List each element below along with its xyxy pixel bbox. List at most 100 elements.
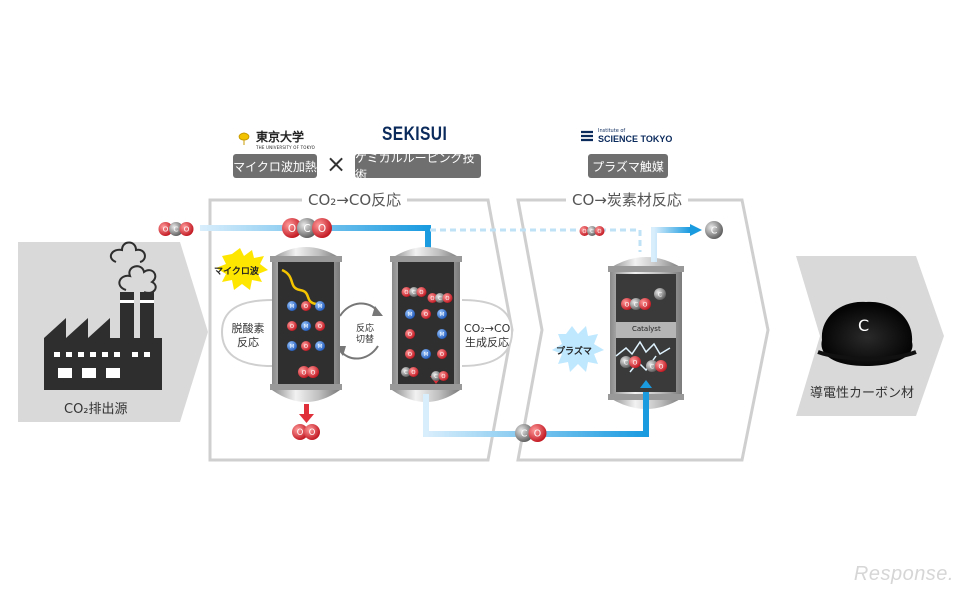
svg-text:C: C	[173, 225, 178, 234]
microwave-burst-label: マイクロ波	[214, 267, 259, 277]
co2-recycle-o2: O	[594, 226, 605, 236]
deoxygenation-label: 脱酸素 反応	[231, 322, 265, 349]
tag-chemical-looping: ケミカルルーピング技術	[355, 151, 481, 182]
svg-text:O: O	[297, 427, 304, 437]
reactor2-co2-b-c: C	[435, 293, 445, 303]
catalyst-label: Catalyst	[632, 325, 661, 333]
svg-text:O: O	[404, 290, 408, 296]
o2-exit-o1: O	[292, 424, 308, 440]
left-bubble	[220, 299, 273, 367]
utokyo-sub: THE UNIVERSITY OF TOKYO	[256, 145, 316, 150]
svg-text:O: O	[302, 369, 307, 376]
reactor3-co-a-c: C	[620, 356, 632, 368]
reactor1-atom: M	[315, 301, 325, 311]
switch-loop-top	[339, 302, 379, 317]
tag-microwave: マイクロ波加熱	[233, 154, 317, 178]
reactor2-co-o: O	[438, 371, 449, 381]
times-sign: ×	[326, 150, 347, 178]
section-title-co2-co: CO₂→CO反応	[302, 189, 408, 210]
svg-text:O: O	[408, 352, 412, 358]
ginkgo-icon	[236, 131, 252, 147]
source-label: CO₂排出源	[64, 402, 128, 417]
svg-text:O: O	[440, 352, 444, 358]
svg-text:C: C	[590, 229, 594, 235]
factory-icon	[44, 241, 162, 390]
reactor1-o2-o2: O	[307, 366, 319, 378]
reactor3-co-b-o: O	[655, 360, 667, 372]
science-tokyo-logo: Institute of SCIENCE TOKYO	[580, 128, 672, 144]
reactor3-co-a-o: O	[629, 356, 641, 368]
svg-text:O: O	[311, 369, 316, 376]
reactor-2	[390, 247, 462, 402]
reactor2-co2-a-o2: O	[416, 287, 427, 297]
svg-text:O: O	[304, 304, 308, 310]
svg-text:C: C	[658, 291, 663, 298]
svg-text:O: O	[184, 225, 190, 234]
reactor2-co2-a-o1: O	[401, 287, 412, 297]
catalyst-layer	[616, 322, 676, 338]
reactor2-atom: O	[405, 329, 415, 339]
svg-text:O: O	[597, 229, 601, 235]
section-frame-co2-co	[208, 198, 514, 462]
section-frame-co-carbon	[516, 198, 770, 462]
reactor1-atom: O	[301, 341, 311, 351]
co-transfer-c: C	[515, 424, 533, 442]
svg-text:C: C	[650, 363, 655, 370]
svg-text:C: C	[624, 359, 629, 366]
reactor2-co2-b-o2: O	[442, 293, 453, 303]
reactor2-co2-b-o1: O	[427, 293, 438, 303]
product-symbol: C	[858, 316, 870, 335]
carbon-pile-image	[817, 301, 917, 366]
right-bubble	[461, 299, 514, 367]
plasma-burst	[552, 326, 604, 372]
science-tokyo-mark-icon	[580, 128, 594, 144]
svg-text:M: M	[408, 312, 413, 318]
co2-pipe-c: C	[297, 218, 317, 238]
co2-inlet-o2: O	[179, 222, 194, 236]
svg-text:M: M	[440, 312, 445, 318]
svg-text:M: M	[290, 304, 295, 310]
svg-text:M: M	[440, 332, 445, 338]
svg-text:C: C	[634, 301, 639, 308]
svg-text:O: O	[445, 296, 449, 302]
reactor2-atom: O	[437, 349, 447, 359]
co2-recycle-o1: O	[579, 226, 590, 236]
switch-label: 反応 切替	[355, 324, 374, 345]
co2-recycle-c: C	[587, 226, 597, 236]
reactor1-atom: O	[301, 301, 311, 311]
carbon-out: C	[705, 221, 723, 239]
tag-plasma-catalyst: プラズマ触媒	[588, 154, 668, 178]
section-title-co-carbon: CO→炭素材反応	[566, 189, 688, 210]
svg-text:C: C	[412, 290, 416, 296]
reactor2-atom: M	[437, 329, 447, 339]
svg-text:O: O	[441, 374, 445, 380]
svg-text:O: O	[318, 223, 326, 235]
svg-text:O: O	[659, 363, 664, 370]
svg-text:O: O	[424, 312, 428, 318]
reactor2-co-c: C	[431, 371, 441, 381]
svg-text:C: C	[711, 225, 718, 236]
svg-text:C: C	[438, 296, 442, 302]
reactor2-atom: O	[421, 309, 431, 319]
reactor3-co2-o2: O	[639, 298, 651, 310]
svg-text:C: C	[303, 223, 310, 235]
reactor3-carbon: C	[654, 288, 666, 300]
svg-text:O: O	[318, 324, 322, 330]
response-watermark: Response.	[853, 563, 954, 585]
svg-text:C: C	[404, 370, 408, 376]
science-tokyo-big: SCIENCE TOKYO	[598, 134, 673, 144]
reactor2-atom: M	[437, 309, 447, 319]
co-generation-label: CO₂→CO 生成反応	[464, 322, 511, 349]
svg-text:C: C	[521, 428, 528, 439]
svg-text:O: O	[643, 301, 648, 308]
reactor2-atom: M	[421, 349, 431, 359]
reactor3-co2-o1: O	[621, 298, 633, 310]
reactor2-co-b-c: C	[401, 367, 411, 377]
utokyo-name: 東京大学	[256, 130, 305, 144]
reactor2-co-b-o: O	[408, 367, 419, 377]
svg-text:O: O	[534, 428, 541, 439]
microwave-burst	[216, 248, 268, 290]
co2-pipe-o2: O	[312, 218, 332, 238]
